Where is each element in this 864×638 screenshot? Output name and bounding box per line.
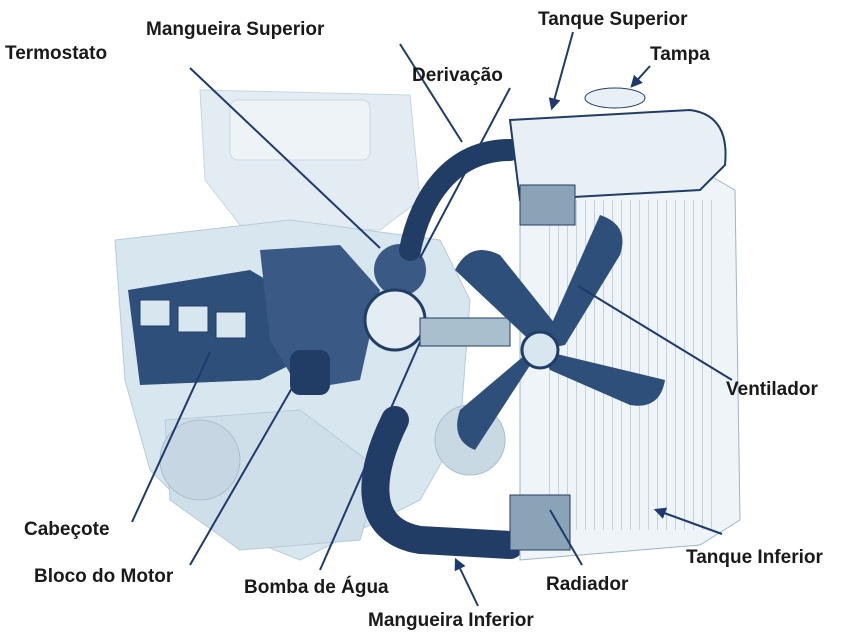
label-cabecote: Cabeçote bbox=[24, 520, 110, 539]
pointer-mangueira-inferior bbox=[456, 560, 478, 606]
label-termostato: Termostato bbox=[5, 44, 107, 63]
label-tampa: Tampa bbox=[650, 45, 710, 64]
pointer-tampa bbox=[632, 66, 650, 86]
upper-hose-illustration bbox=[410, 150, 510, 250]
label-tanque-superior: Tanque Superior bbox=[538, 10, 688, 29]
label-bomba-de-agua: Bomba de Água bbox=[244, 578, 389, 597]
label-ventilador: Ventilador bbox=[726, 380, 818, 399]
label-radiador: Radiador bbox=[546, 575, 628, 594]
label-tanque-inferior: Tanque Inferior bbox=[686, 548, 823, 567]
label-derivacao: Derivação bbox=[412, 66, 503, 85]
pointer-derivacao bbox=[420, 88, 510, 258]
label-bloco-do-motor: Bloco do Motor bbox=[34, 567, 173, 586]
pointer-tanque-superior bbox=[552, 32, 573, 108]
label-mangueira-inferior: Mangueira Inferior bbox=[368, 611, 534, 630]
label-mangueira-superior: Mangueira Superior bbox=[146, 20, 324, 39]
